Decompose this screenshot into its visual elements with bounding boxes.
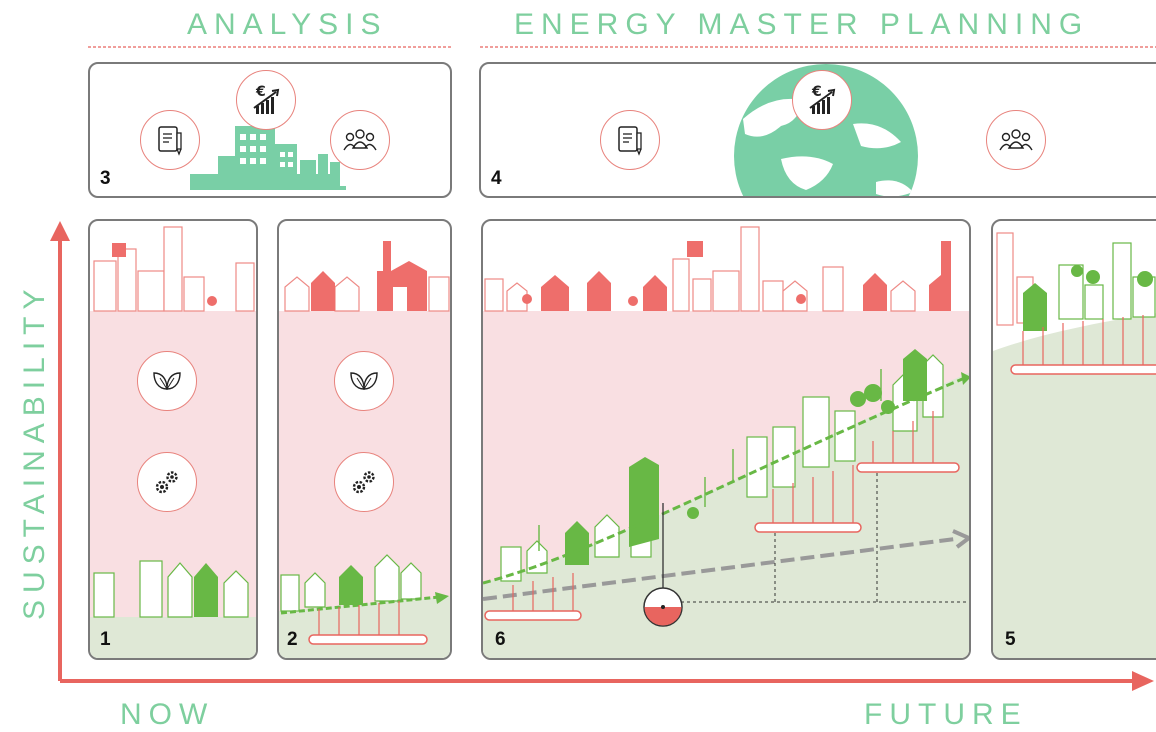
panel-6-number: 6 [495,629,506,650]
panel-6-illustration [483,226,969,658]
gears-icon [334,452,394,512]
euro-growth-chart-icon: € [792,70,852,130]
panel-5-future-state: 5 [991,219,1156,660]
panel-5-number: 5 [1005,629,1016,650]
panel-1-number: 1 [100,629,111,650]
y-axis-label: SUSTAINABILITY [18,282,51,620]
people-group-icon [330,110,390,170]
document-pen-icon [600,110,660,170]
x-axis-end-label: FUTURE [864,698,1028,731]
leaves-icon [137,351,197,411]
heading-dividers [88,46,1156,48]
panel-4-number: 4 [491,168,502,189]
people-group-icon [986,110,1046,170]
svg-text:€: € [255,84,266,100]
gears-icon [137,452,197,512]
panel-6-transition-pathway: 6 [481,219,971,660]
panel-2-first-step: 2 [277,219,452,660]
panel-5-illustration [993,232,1156,658]
x-axis-start-label: NOW [120,698,215,731]
leaves-icon [334,351,394,411]
energy-master-planning-heading: ENERGY MASTER PLANNING [514,8,1090,41]
panel-3-number: 3 [100,168,111,189]
city-skyline-illustration [190,126,346,190]
svg-text:€: € [811,84,822,100]
analysis-heading: ANALYSIS [187,8,388,41]
euro-growth-chart-icon: € [236,70,296,130]
panel-2-number: 2 [287,629,298,650]
globe-illustration [734,64,918,196]
panel-2-illustration [279,241,450,658]
sustainability-time-axes [50,221,1154,691]
document-pen-icon [140,110,200,170]
